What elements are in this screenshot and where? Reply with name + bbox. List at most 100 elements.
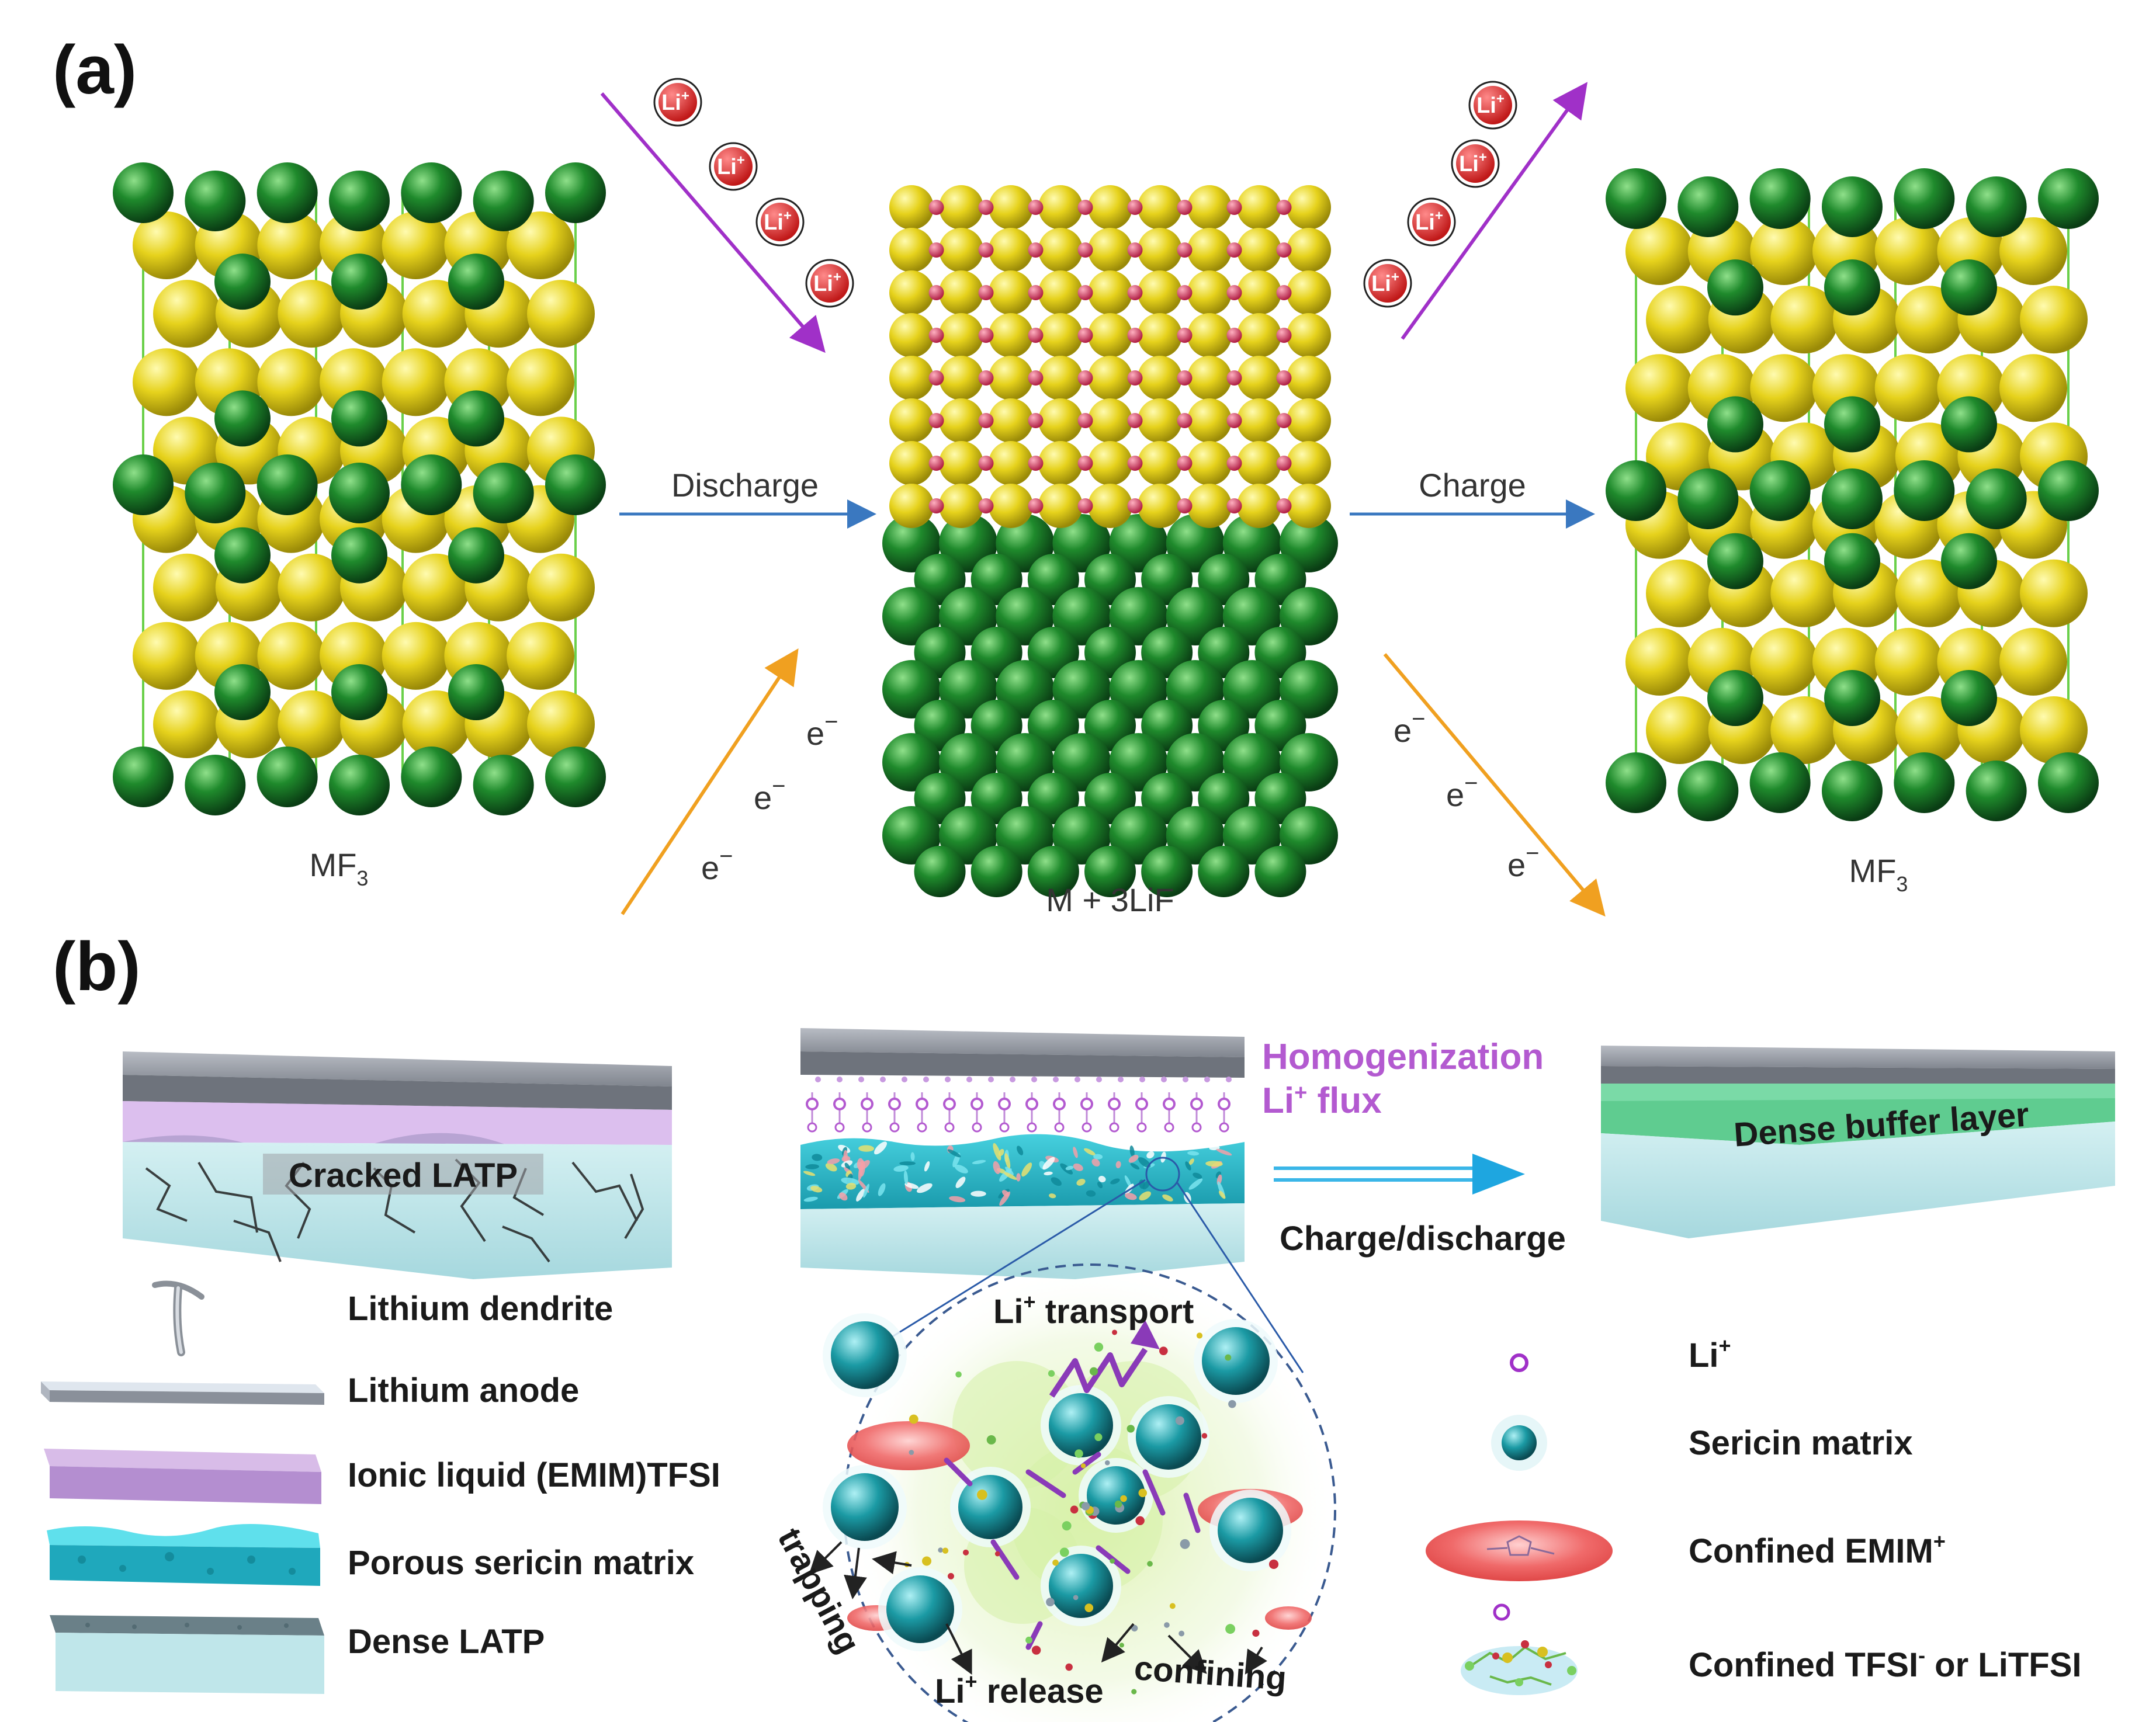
fluoride-atom — [257, 348, 325, 416]
molecule-atom — [1119, 1643, 1124, 1648]
fluoride-atom — [1088, 185, 1132, 230]
li-badge-text: Li+ — [1476, 91, 1505, 118]
molecule-atom — [1094, 1342, 1104, 1352]
metal-atom — [2038, 752, 2099, 813]
metal-atom — [256, 454, 318, 515]
lithium-atom — [1276, 285, 1292, 300]
fluoride-atom — [1187, 228, 1232, 272]
lithium-atom — [1028, 413, 1044, 428]
fluoride-atom — [382, 622, 450, 690]
fiber — [924, 1161, 930, 1172]
fiber — [1124, 1175, 1132, 1188]
lithium-atom — [928, 242, 944, 258]
lithium-atom — [1127, 370, 1143, 386]
fiber — [955, 1176, 966, 1188]
fiber — [947, 1149, 961, 1158]
metal-atom — [1894, 168, 1955, 229]
sericin-sphere — [831, 1473, 899, 1541]
metal-atom — [2038, 168, 2099, 229]
lithium-atom — [978, 498, 994, 513]
lithium-dendrite-icon — [152, 1280, 204, 1356]
lithium-atom — [928, 200, 944, 215]
metal-atom — [448, 527, 504, 584]
lithium-atom — [1127, 328, 1143, 343]
fluoride-atom — [989, 441, 1033, 485]
metal-atom — [1941, 670, 1997, 726]
metal-atom — [1824, 533, 1880, 589]
molecule-atom — [1065, 1663, 1073, 1671]
fiber — [970, 1190, 986, 1197]
lithium-atom — [1077, 413, 1093, 428]
metal-atom — [1822, 761, 1883, 821]
lithium-anode-icon — [41, 1381, 324, 1405]
molecule-atom — [1089, 1367, 1098, 1376]
metal-atom — [473, 171, 534, 231]
molecule-atom — [1070, 1505, 1079, 1514]
fiber — [841, 1155, 851, 1162]
lithium-atom — [1226, 200, 1242, 215]
lithium-atom — [1276, 200, 1292, 215]
li-ion — [1118, 1077, 1124, 1082]
fiber — [1188, 1178, 1203, 1190]
fiber — [1185, 1161, 1191, 1171]
fluoride-atom — [1625, 627, 1693, 696]
fluoride-atom — [1287, 270, 1331, 315]
electron-symbol: e− — [1446, 770, 1478, 813]
fluoride-atom — [1237, 185, 1281, 230]
lithium-atom — [928, 328, 944, 343]
fluoride-atom — [889, 185, 934, 230]
charge-discharge-label: Charge/discharge — [1280, 1220, 1566, 1258]
molecule-atom — [1178, 1630, 1185, 1637]
li-ion — [944, 1122, 955, 1133]
fluoride-atom — [1999, 217, 2067, 285]
metal-atom — [1707, 259, 1763, 316]
metal-atom — [545, 747, 606, 807]
fiber — [1084, 1148, 1096, 1155]
fiber — [1139, 1191, 1152, 1201]
metal-atom — [401, 162, 462, 223]
fluoride-atom — [1088, 228, 1132, 272]
molecule-atom — [942, 1547, 949, 1554]
fluoride-atom — [1138, 270, 1182, 315]
li-ion — [862, 1122, 872, 1133]
left-crystal-label: MF3 — [310, 846, 369, 890]
fluoride-atom — [1770, 696, 1839, 764]
fiber — [1091, 1158, 1100, 1167]
metal-atom — [1941, 259, 1997, 316]
fluoride-atom — [889, 356, 934, 400]
fluoride-atom — [507, 622, 574, 690]
fluoride-atom — [989, 228, 1033, 272]
fluoride-atom — [989, 356, 1033, 400]
molecule-atom — [986, 1435, 996, 1445]
dense-buffer-slab: Dense buffer layer — [1601, 1046, 2115, 1238]
li-ion — [943, 1098, 956, 1110]
molecule-atom — [1126, 1425, 1135, 1433]
molecule-atom — [1201, 1433, 1208, 1439]
electron-labels: e−e−e−e−e−e− — [701, 706, 1540, 886]
fiber — [899, 1161, 916, 1166]
molecule-atom — [1114, 1500, 1122, 1508]
metal-atom — [1707, 533, 1763, 589]
molecule-atom — [1131, 1689, 1137, 1695]
transport-path — [1025, 1621, 1043, 1650]
molecule-atom — [909, 1450, 914, 1455]
fiber — [1188, 1158, 1194, 1165]
process-arrow — [1245, 1646, 1267, 1675]
transport-path — [1025, 1469, 1066, 1498]
li-ion — [833, 1098, 846, 1110]
confined-tfsi-icon — [1461, 1603, 1578, 1695]
molecule-atom — [1225, 1354, 1232, 1361]
fiber — [1051, 1177, 1062, 1186]
fluoride-atom — [1237, 270, 1281, 315]
metal-atom — [545, 454, 606, 515]
fluoride-atom — [1770, 559, 1839, 627]
li-ion — [1218, 1098, 1230, 1110]
transport-zigzag-head — [1131, 1320, 1160, 1349]
fluoride-atom — [2020, 696, 2088, 764]
li-out-arrow — [1401, 82, 1588, 340]
li-ion — [1136, 1122, 1147, 1133]
lithium-atom — [1177, 285, 1193, 300]
fluoride-atom — [889, 270, 934, 315]
fluoride-atom — [133, 348, 200, 416]
li-badge-text: Li+ — [1459, 150, 1487, 176]
